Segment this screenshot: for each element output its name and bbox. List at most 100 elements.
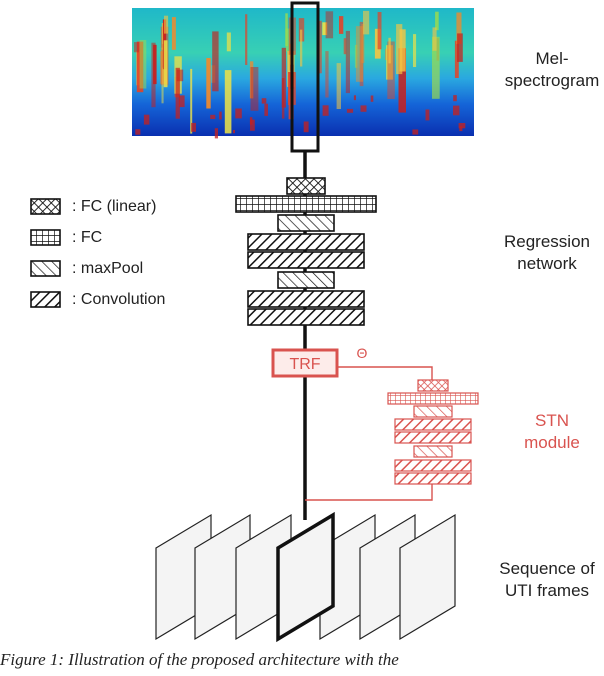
stn-label-line2: module [524,433,580,452]
figure-caption: Figure 1: Illustration of the proposed a… [0,650,399,669]
uti-frame-current [276,511,335,643]
uti-label-line2: UTI frames [504,581,590,600]
uti-frames [155,511,456,643]
spectrogram-streak [317,20,322,74]
stn-conv-layer [394,472,472,485]
spectrogram-streak [454,40,459,78]
spectrogram-streak [250,119,255,131]
spectrogram-streak [359,21,364,87]
spectrogram-streak [399,29,406,72]
regression-label-line2: network [517,254,577,273]
spectrogram-streak [453,95,457,102]
mel-spectrogram-label: Mel- spectrogram [500,48,604,92]
regression-network [235,177,377,326]
spectrogram-streak [171,17,176,50]
legend-label-fc: : FC [72,229,103,246]
spectrogram-streak [190,68,193,134]
spectrogram-streak [219,111,222,120]
uti-label-line1: Sequence of [499,559,595,578]
spectrogram-streak [459,126,463,132]
spectrogram-streak [355,26,364,82]
spectrogram-streak [135,129,141,135]
mel-label-line2: spectrogram [504,71,600,90]
stn-connections [305,366,433,501]
spectrogram-streak [143,114,150,125]
spectrogram-streak [453,105,460,116]
spectrogram-streak [458,123,466,129]
conv-layer [247,290,365,308]
spectrogram-streak [387,41,395,99]
maxpool-layer [277,214,335,232]
spectrogram-streak [300,29,303,67]
regression-label-line1: Regression [504,232,590,251]
spectrogram-streak [178,95,185,108]
spectrogram-streak [336,63,341,109]
trf-box [271,348,339,378]
spectrogram-streak [377,12,382,50]
spectrogram-streak [388,37,391,64]
spectrogram-streak [325,51,329,98]
maxpool-layer [277,271,335,289]
mel-spectrogram-image [132,1,474,153]
mel-label-line1: Mel- [535,49,569,68]
spectrogram-streak [245,14,248,65]
spectrogram-streak [191,122,196,132]
spectrogram-streak [432,36,440,99]
spectrogram-streak [134,42,139,53]
spectrogram-streak [235,108,242,119]
spectrogram-streak [339,16,344,34]
spectrogram-streak [210,114,216,119]
spectrogram-streak [224,70,232,134]
spectrogram-streak [432,27,437,51]
spectrogram-streak [412,129,419,135]
stn-maxpool-layer [413,405,453,418]
spectrogram-streak [360,105,367,112]
spectrogram-streak [206,58,211,109]
spectrogram-streak [175,67,180,119]
trf-label: TRF [289,356,320,373]
stn-maxpool-layer [413,445,453,458]
spectrogram-streak [232,130,235,134]
stn-fc-layer [387,392,479,405]
spectrogram-streak [285,28,290,52]
spectrogram-streak [346,108,354,113]
stn-conv-layer [394,431,472,444]
spectrogram-streak [456,12,462,44]
spectrogram-streak [398,48,406,113]
spectrogram-streak [249,61,254,99]
spectrogram-streak [343,38,347,55]
spectrogram-streak [322,22,328,36]
spectrogram-streak [250,67,259,111]
spectrogram-streak [435,11,439,31]
spectrogram-streak [226,32,231,52]
fc-linear-legend-icon [30,198,61,215]
spectrogram-streak [214,128,218,139]
spectrogram-streak [176,69,184,82]
fc-linear-layer [286,177,326,195]
fc-layer [235,195,377,213]
fc-legend-icon [30,229,61,246]
conv-layer [247,308,365,326]
legend-label-convolution: : Convolution [72,291,166,308]
spectrogram-streak [345,30,350,94]
spectrogram-streak [136,41,144,93]
spectrogram-streak [281,47,286,108]
stn-conv-layer [394,459,472,472]
spectrogram-streak [353,95,356,101]
spectrogram-streak [212,31,219,92]
stn-fc-linear-layer [417,379,449,392]
spectrogram-streak [164,15,169,34]
spectrogram-streak [354,44,358,68]
maxpool-legend-icon [30,260,61,277]
uti-frames-label: Sequence of UTI frames [490,558,604,602]
spectrogram-streak [413,34,417,67]
spectrogram-streak [325,11,334,39]
conv-layer [247,233,365,251]
spectrogram-streak [281,78,285,119]
uti-frame [399,513,456,641]
convolution-legend-icon [30,291,61,308]
spectrogram-streak [303,121,309,133]
spectrogram-streak [370,95,374,102]
spectrogram-streak [264,103,268,116]
